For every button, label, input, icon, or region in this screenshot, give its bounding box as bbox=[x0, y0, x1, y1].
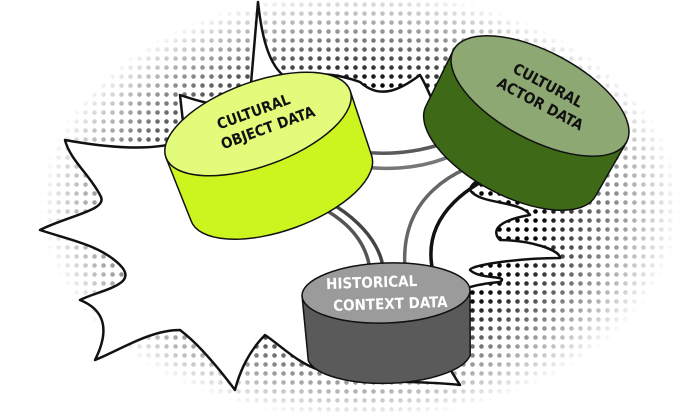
historical-context-label-line1: HISTORICAL bbox=[326, 272, 418, 293]
cylinder-top bbox=[301, 262, 471, 324]
cylinder-top bbox=[450, 35, 630, 157]
cultural-actor-data-cylinder[interactable]: CULTURAL ACTOR DATA bbox=[404, 11, 647, 235]
cultural-object-data-cylinder[interactable]: CULTURAL OBJECT DATA bbox=[152, 51, 388, 261]
historical-context-label-line2: CONTEXT DATA bbox=[333, 293, 448, 315]
historical-context-data-cylinder[interactable]: HISTORICAL CONTEXT DATA bbox=[301, 260, 473, 386]
cylinder-top bbox=[164, 71, 352, 177]
